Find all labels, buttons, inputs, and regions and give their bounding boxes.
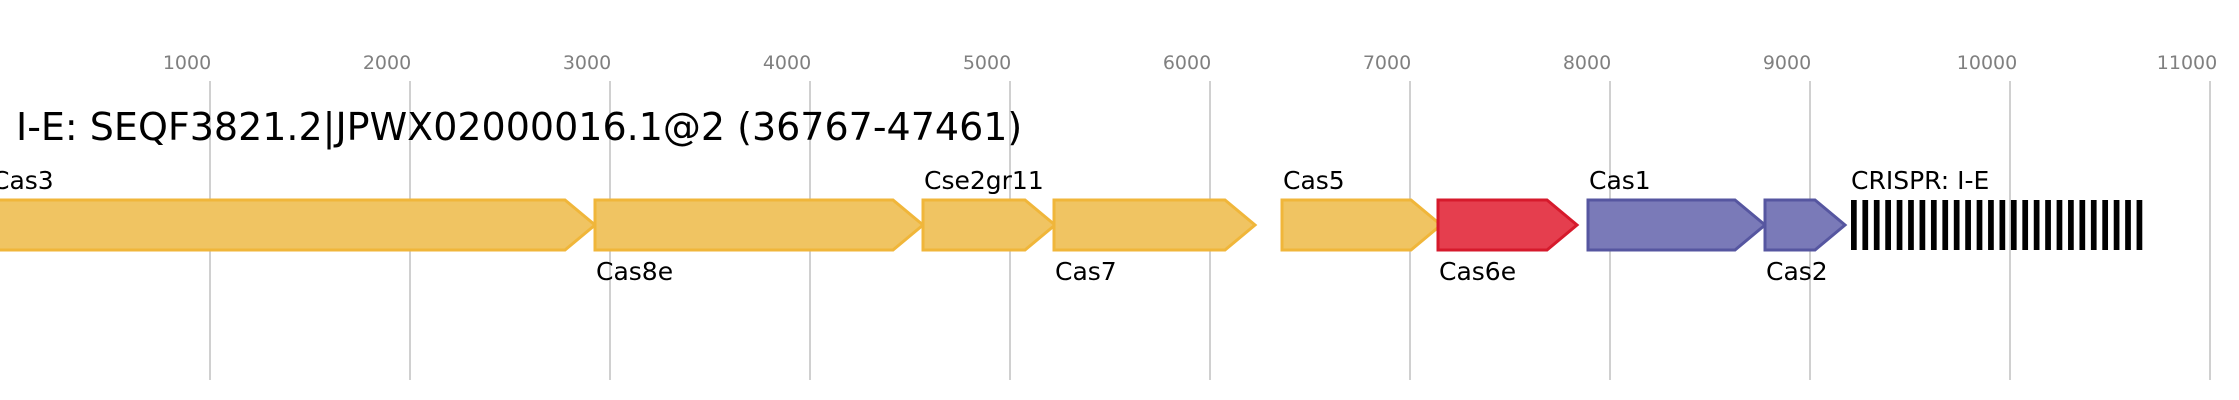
tick-label: 5000 [963, 52, 1011, 74]
crispr-repeat [1873, 200, 1880, 250]
crispr-repeat [1919, 200, 1926, 250]
gene-arrow [1586, 198, 1768, 252]
tick-label: 3000 [563, 52, 611, 74]
gene-cas7: Cas7 [1052, 198, 1258, 286]
gene-label: Cas3 [0, 166, 54, 195]
crispr-repeat [2113, 200, 2120, 250]
crispr-repeat [1953, 200, 1960, 250]
crispr-repeat [1965, 200, 1971, 250]
gene-arrow [1052, 198, 1258, 252]
gene-cas8e: Cas8e [593, 198, 926, 286]
gene-label: Cse2gr11 [924, 166, 1044, 195]
tick-label: 10000 [1957, 52, 2017, 74]
crispr-repeat [1885, 200, 1891, 250]
axis-tick-labels: 1000 2000 3000 4000 5000 6000 7000 8000 9000 1000… [163, 52, 2217, 74]
crispr-repeat [1976, 200, 1983, 250]
crispr-repeat [1851, 200, 1857, 250]
crispr-repeat [2079, 200, 2086, 250]
crispr-repeat [2090, 200, 2097, 250]
crispr-repeat [1930, 200, 1937, 250]
crispr-label: CRISPR: I-E [1851, 166, 1989, 195]
gene-cas2: Cas2 [1763, 198, 1848, 286]
tick-label: 7000 [1363, 52, 1411, 74]
crispr-repeat [2125, 200, 2131, 250]
gene-arrow [1763, 198, 1848, 252]
crispr-repeat [1896, 200, 1903, 250]
tick-label: 4000 [763, 52, 811, 74]
gene-label: Cas2 [1766, 257, 1828, 286]
tick-label: 9000 [1763, 52, 1811, 74]
crispr-repeat [2102, 200, 2109, 250]
gene-label: Cas6e [1439, 257, 1516, 286]
gene-arrow [1436, 198, 1580, 252]
gene-cas5: Cas5 [1280, 166, 1444, 252]
tick-label: 11000 [2157, 52, 2217, 74]
gene-arrow [921, 198, 1058, 252]
crispr-repeat [2045, 200, 2051, 250]
gene-arrow [593, 198, 926, 252]
crispr-repeat [2136, 200, 2143, 250]
gene-label: Cas8e [596, 257, 673, 286]
crispr-repeat [1999, 200, 2006, 250]
crispr-repeat [1988, 200, 1994, 250]
crispr-repeat [2033, 200, 2040, 250]
gene-arrow [1280, 198, 1444, 252]
crispr-repeat [2068, 200, 2074, 250]
tick-label: 1000 [163, 52, 211, 74]
tick-label: 6000 [1163, 52, 1211, 74]
crispr-repeat [2010, 200, 2017, 250]
gene-label: Cas1 [1589, 166, 1651, 195]
crispr-array: CRISPR: I-E [1851, 166, 2143, 250]
crispr-repeat [1862, 200, 1869, 250]
gene-cas6e: Cas6e [1436, 198, 1580, 286]
crispr-repeat [2056, 200, 2063, 250]
gene-arrow [0, 198, 598, 252]
gene-cas3: Cas3 [0, 166, 598, 252]
tick-label: 8000 [1563, 52, 1611, 74]
gene-label: Cas5 [1283, 166, 1345, 195]
gene-cas1: Cas1 [1586, 166, 1768, 252]
locus-title: I-E: SEQF3821.2|JPWX02000016.1@2 (36767-… [16, 105, 1022, 150]
gene-label: Cas7 [1055, 257, 1117, 286]
tick-label: 2000 [363, 52, 411, 74]
crispr-repeat [2022, 200, 2029, 250]
gene-cse2gr11: Cse2gr11 [921, 166, 1058, 252]
crispr-repeat [1908, 200, 1914, 250]
crispr-repeat [1942, 200, 1949, 250]
